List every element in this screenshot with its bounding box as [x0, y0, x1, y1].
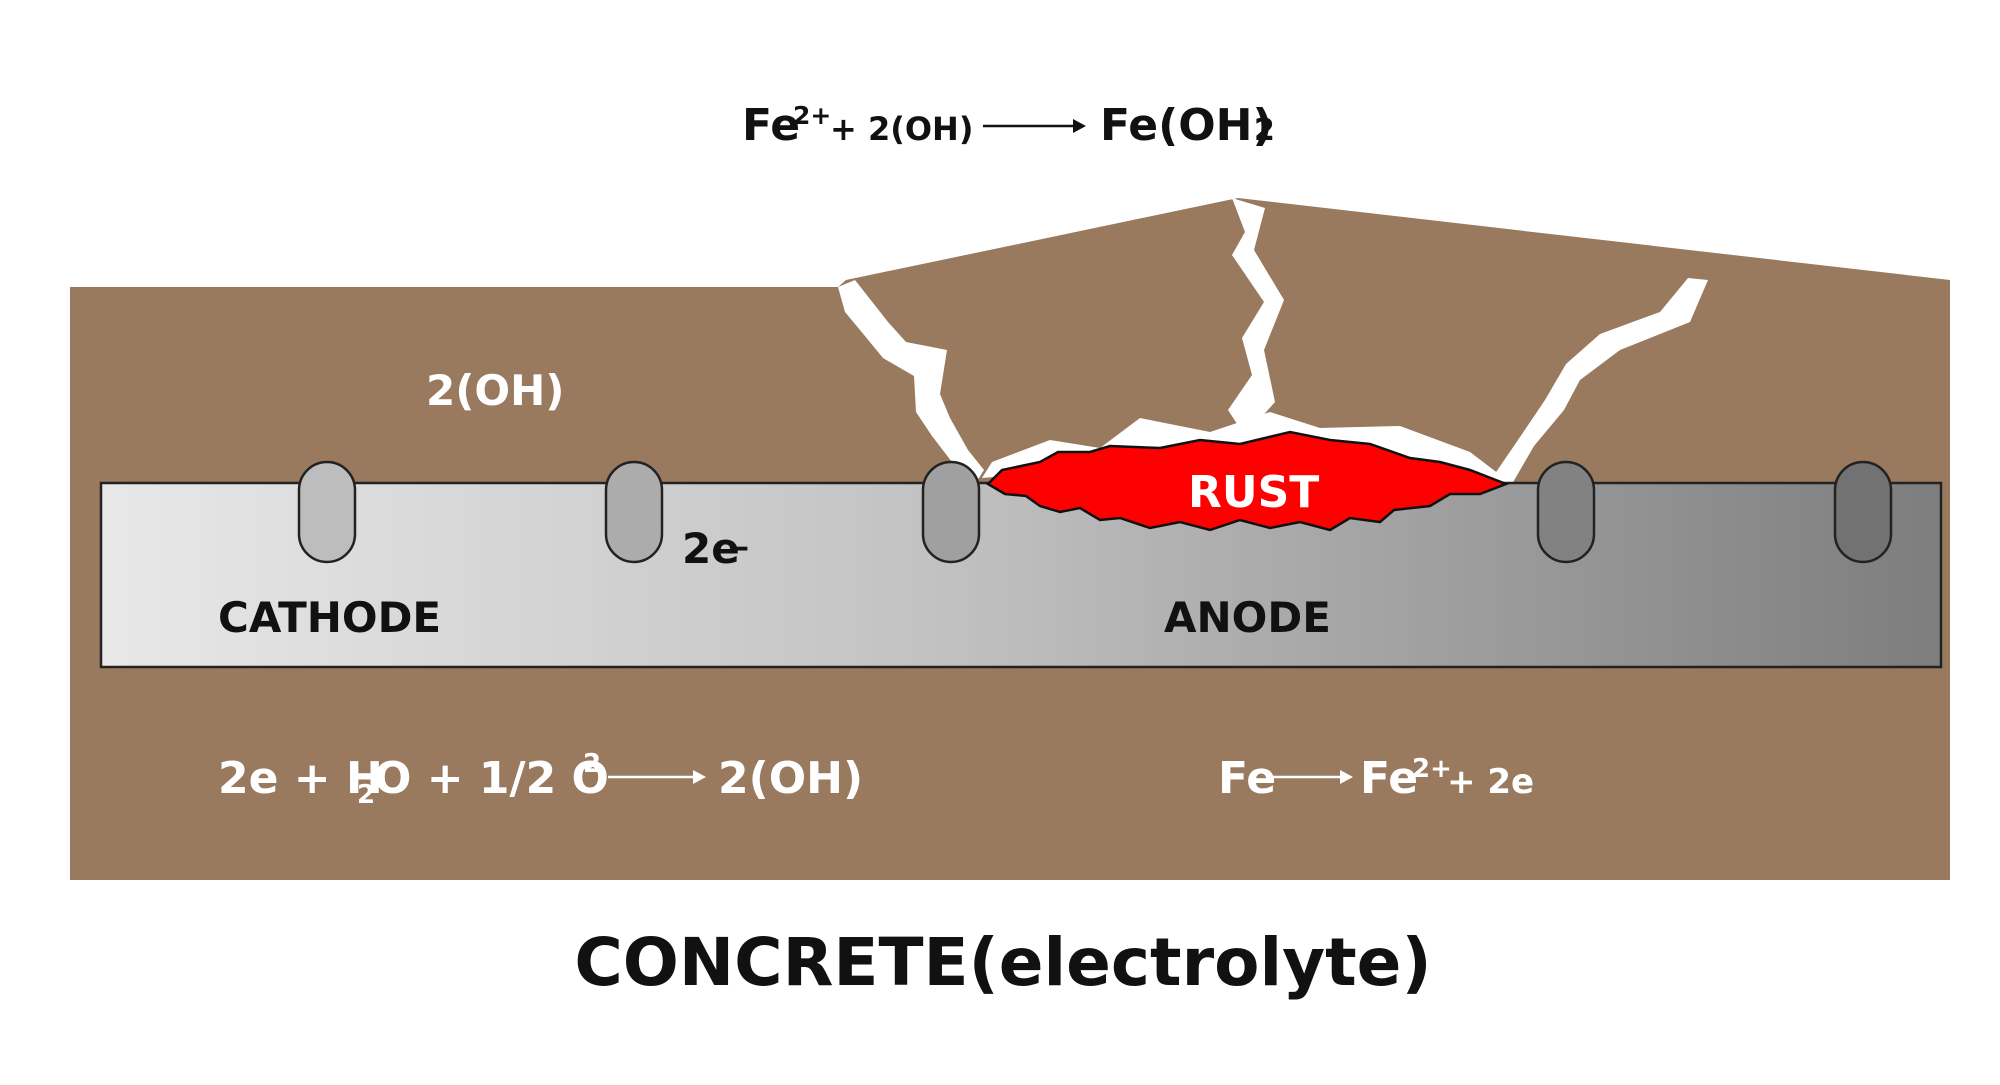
rebar-rib	[604, 460, 664, 564]
hydroxide-label: 2(OH)	[426, 366, 564, 415]
cathode-equation: 2e + H 2 O + 1/2 O 2 2(OH)	[218, 749, 863, 810]
anode-equation-product: Fe	[1360, 753, 1418, 804]
top-equation: Fe 2+ + 2(OH) Fe(OH) 2	[742, 100, 1275, 151]
top-equation-product-subscript: 2	[1254, 113, 1275, 148]
top-equation-arrow-head	[1073, 119, 1086, 133]
cathode-equation-part1: 2e + H	[218, 753, 383, 804]
top-equation-fe-charge: 2+	[793, 101, 831, 130]
top-equation-reactant: + 2(OH)	[830, 110, 973, 148]
electron-sign: –	[734, 530, 749, 565]
crack-left	[838, 280, 984, 484]
anode-equation-remainder: + 2e	[1447, 762, 1534, 802]
anode-equation-reactant: Fe	[1218, 753, 1276, 804]
cathode-equation-arrow-head	[693, 770, 706, 784]
anode-equation: Fe Fe 2+ + 2e	[1218, 753, 1534, 804]
electron-label: 2e	[682, 524, 740, 573]
top-equation-fe: Fe	[742, 100, 800, 151]
anode-equation-product-charge: 2+	[1412, 754, 1452, 784]
crack-center	[1228, 198, 1284, 436]
rebar-rib	[921, 460, 981, 564]
rust-label: RUST	[1188, 467, 1319, 518]
rebar	[99, 481, 1943, 669]
rebar-rib	[297, 460, 357, 564]
anode-label: ANODE	[1164, 593, 1331, 642]
cathode-equation-h-subscript: 2	[357, 780, 375, 810]
diagram-title: CONCRETE(electrolyte)	[574, 924, 1431, 1001]
top-equation-product: Fe(OH)	[1100, 100, 1273, 151]
crack-right	[1492, 278, 1708, 484]
cathode-equation-o-superscript: 2	[583, 749, 601, 779]
cathode-equation-part2: O + 1/2 O	[374, 753, 609, 804]
cathode-equation-product: 2(OH)	[718, 753, 863, 804]
rust-deposit	[985, 430, 1510, 532]
anode-equation-arrow-head	[1340, 770, 1353, 784]
rebar-rib	[1536, 460, 1596, 564]
rebar-rib	[1833, 460, 1893, 564]
cathode-label: CATHODE	[218, 593, 441, 642]
